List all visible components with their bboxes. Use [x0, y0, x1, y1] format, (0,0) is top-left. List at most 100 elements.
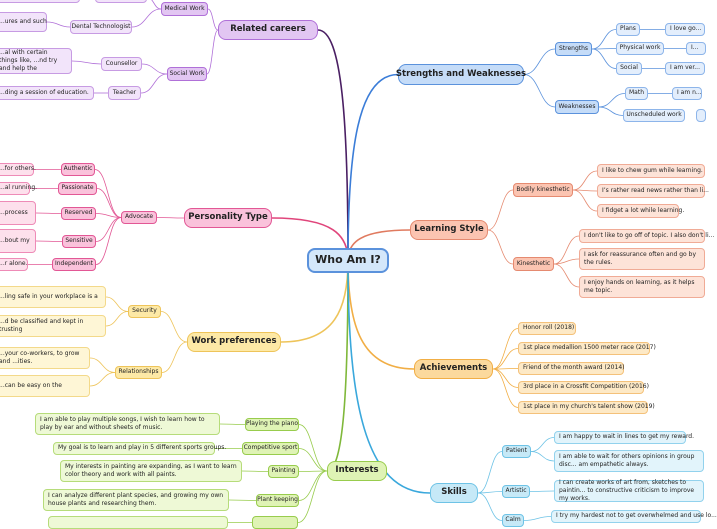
connector-subtopic-relationships-relationships-desc-2	[89, 372, 116, 387]
topic-personality-type[interactable]: Personality Type	[184, 208, 272, 228]
connector-subtopic-bodily-kinesthetic-bodily-desc-3	[572, 189, 598, 212]
connector-topic-work-preferences-subtopic-security	[160, 311, 188, 343]
career-item-blank[interactable]	[95, 0, 147, 3]
patient-desc-2: I am able to wait for others opinions in…	[554, 450, 704, 472]
connector-topic-learning-style-subtopic-kinesthetic	[487, 229, 514, 265]
connector-topic-achievements-achievement-2	[492, 348, 519, 370]
connector-subtopic-artistic-artistic-desc-1	[529, 490, 555, 492]
subtopic-bodily-kinesthetic[interactable]: Bodily kinesthetic	[513, 183, 573, 197]
strength-physical-work[interactable]: Physical work	[616, 42, 664, 55]
trait-reserved[interactable]: Reserved	[61, 207, 96, 220]
subtopic-patient[interactable]: Patient	[502, 445, 531, 458]
topic-related-careers[interactable]: Related careers	[218, 20, 318, 40]
topic-learning-style[interactable]: Learning Style	[410, 220, 488, 240]
connector-career-item-dental-technologist-career-desc-2	[46, 21, 71, 28]
connector-subtopic-kinesthetic-kinesthetic-desc-1	[553, 235, 580, 265]
topic-achievements[interactable]: Achievements	[414, 359, 493, 379]
subtopic-weaknesses[interactable]: Weaknesses	[555, 100, 599, 114]
connector-interest-plant-keeping-interest-plant-desc	[228, 499, 257, 501]
career-item-teacher[interactable]: Teacher	[108, 86, 141, 100]
subtopic-security[interactable]: Security	[128, 305, 161, 318]
subtopic-kinesthetic[interactable]: Kinesthetic	[513, 257, 554, 271]
interest-item-partial[interactable]	[252, 516, 298, 529]
connector-subtopic-bodily-kinesthetic-bodily-desc-1	[572, 170, 598, 191]
trait-reserved-desc: ...process	[0, 201, 36, 225]
interest-plant-desc: I can analyze different plant species, a…	[43, 489, 229, 511]
achievement-4: 3rd place in a Crossfit Competition (201…	[518, 381, 649, 394]
interest-painting[interactable]: Painting	[268, 465, 299, 478]
trait-passionate[interactable]: Passionate	[58, 182, 97, 195]
strength-social[interactable]: Social	[616, 62, 642, 75]
connector-subtopic-relationships-relationships-desc-1	[89, 357, 116, 373]
connector-subtopic-calm-calm-desc-1	[523, 516, 552, 521]
subtopic-strengths[interactable]: Strengths	[555, 42, 592, 56]
trait-independent[interactable]: Independent	[52, 258, 96, 271]
subtopic-advocate[interactable]: Advocate	[121, 211, 157, 224]
connector-topic-interests-interest-competitive-sport	[298, 448, 328, 472]
weakness-unscheduled-desc	[696, 109, 706, 122]
security-desc-2: ...d be classified and kept in trusting	[0, 315, 106, 337]
strength-social-desc: I am ver...	[665, 62, 705, 75]
connector-center-topic-achievements	[347, 260, 415, 370]
bodily-desc-2: I’s rather read news rather than li...	[597, 184, 709, 198]
career-item-dental-technologist[interactable]: Dental Technologist	[70, 20, 132, 34]
connector-topic-work-preferences-subtopic-relationships	[161, 341, 188, 373]
connector-center-topic-strengths-weaknesses	[347, 73, 399, 261]
connector-trait-reserved-trait-reserved-desc	[35, 212, 62, 214]
connector-subtopic-weaknesses-weakness-math	[598, 93, 626, 108]
trait-passionate-desc: ...al running.	[0, 182, 37, 195]
connector-topic-related-careers-subtopic-social-work	[206, 29, 219, 75]
security-desc-1: ...ling safe in your workplace is a	[0, 286, 106, 308]
connector-topic-related-careers-subtopic-medical-work	[207, 8, 219, 31]
trait-sensitive-desc: ...bout my	[0, 229, 36, 253]
connector-subtopic-patient-patient-desc-1	[530, 437, 555, 452]
subtopic-relationships[interactable]: Relationships	[115, 366, 162, 379]
connector-subtopic-weaknesses-weakness-unscheduled-work	[598, 106, 624, 116]
connector-topic-skills-subtopic-calm	[477, 492, 503, 521]
connector-subtopic-strengths-strength-social	[591, 48, 617, 69]
trait-sensitive[interactable]: Sensitive	[62, 235, 96, 248]
connector-subtopic-medical-work-career-item-dental-technologist	[131, 8, 162, 28]
subtopic-calm[interactable]: Calm	[502, 514, 524, 527]
connector-topic-achievements-achievement-4	[492, 368, 519, 388]
center-topic[interactable]: Who Am I?	[307, 248, 389, 273]
connector-topic-strengths-weaknesses-subtopic-strengths	[523, 48, 556, 75]
career-item-counsellor[interactable]: Counsellor	[101, 57, 142, 71]
career-desc-1	[0, 0, 80, 3]
connector-topic-interests-interest-item-partial	[297, 470, 328, 523]
strength-plans[interactable]: Plans	[616, 23, 640, 36]
connector-subtopic-advocate-trait-authentic	[94, 169, 122, 218]
subtopic-social-work[interactable]: Social Work	[167, 67, 207, 81]
connector-center-topic-skills	[347, 260, 431, 494]
connector-subtopic-advocate-trait-independent	[95, 217, 122, 265]
connector-topic-personality-type-subtopic-advocate	[156, 217, 185, 219]
mind-map-connectors	[28, 0, 686, 523]
topic-strengths-weaknesses[interactable]: Strengths and Weaknesses	[396, 64, 526, 85]
bodily-desc-3: I fidget a lot while learning.	[597, 204, 684, 218]
connector-subtopic-security-security-desc-2	[105, 311, 129, 327]
connector-subtopic-patient-patient-desc-2	[530, 451, 555, 462]
connector-subtopic-advocate-trait-passionate	[96, 188, 122, 218]
topic-interests[interactable]: Interests	[327, 461, 387, 481]
connector-subtopic-kinesthetic-kinesthetic-desc-2	[553, 258, 580, 265]
strength-plans-desc: I love go...	[665, 23, 705, 36]
relationships-desc-2: ...can be easy on the	[0, 375, 90, 397]
interest-playing-piano[interactable]: Playing the piano	[245, 418, 299, 431]
interest-plant-keeping[interactable]: Plant keeping	[256, 494, 299, 507]
subtopic-medical-work[interactable]: Medical Work	[161, 2, 208, 16]
interest-competitive-sport[interactable]: Competitive sport	[242, 442, 299, 455]
topic-work-preferences[interactable]: Work preferences	[187, 332, 281, 352]
connector-career-item-counsellor-career-desc-3	[71, 60, 102, 65]
trait-authentic-desc: ...for others.	[0, 163, 36, 176]
connector-topic-strengths-weaknesses-subtopic-weaknesses	[523, 74, 556, 108]
weakness-unscheduled-work[interactable]: Unscheduled work	[623, 109, 685, 122]
career-desc-2: ...ures and such	[0, 12, 47, 32]
connector-topic-achievements-achievement-1	[492, 328, 519, 370]
topic-skills[interactable]: Skills	[430, 483, 478, 503]
weakness-math[interactable]: Math	[625, 87, 648, 100]
trait-authentic[interactable]: Authentic	[61, 163, 95, 176]
subtopic-artistic[interactable]: Artistic	[502, 485, 530, 498]
career-desc-4: ...ding a session of education.	[0, 86, 94, 100]
connector-interest-painting-interest-painting-desc	[241, 470, 269, 472]
calm-desc-1: I try my hardest not to get overwhelmed …	[551, 510, 717, 523]
